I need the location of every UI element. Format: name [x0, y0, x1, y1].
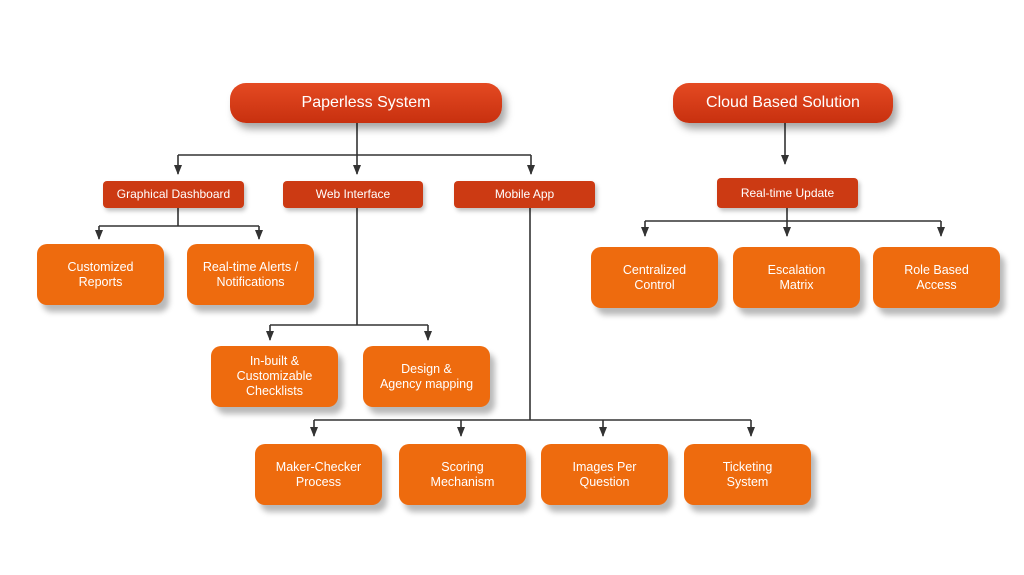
- node-centralized-control: Centralized Control: [591, 247, 718, 308]
- node-graphical-dashboard: Graphical Dashboard: [103, 181, 244, 208]
- node-label: Customized Reports: [67, 259, 134, 289]
- node-web-interface: Web Interface: [283, 181, 423, 208]
- node-label: Role Based Access: [904, 262, 969, 292]
- node-mobile-app: Mobile App: [454, 181, 595, 208]
- node-label: Real-time Update: [740, 185, 835, 200]
- node-label: Maker-Checker Process: [275, 459, 362, 489]
- node-images-per-question: Images Per Question: [541, 444, 668, 505]
- node-customized-reports: Customized Reports: [37, 244, 164, 305]
- node-inbuilt-checklists: In-built & Customizable Checklists: [211, 346, 338, 407]
- node-label: Real-time Alerts / Notifications: [202, 259, 299, 289]
- node-label: Cloud Based Solution: [706, 94, 860, 112]
- node-label: Web Interface: [315, 187, 391, 202]
- node-label: Escalation Matrix: [767, 262, 826, 292]
- node-label: In-built & Customizable Checklists: [236, 354, 313, 398]
- node-label: Centralized Control: [622, 262, 687, 292]
- node-realtime-alerts: Real-time Alerts / Notifications: [187, 244, 314, 305]
- node-cloud-based-solution: Cloud Based Solution: [673, 83, 893, 123]
- node-label: Scoring Mechanism: [430, 459, 495, 489]
- node-realtime-update: Real-time Update: [717, 178, 858, 208]
- node-label: Graphical Dashboard: [116, 187, 231, 202]
- node-maker-checker-process: Maker-Checker Process: [255, 444, 382, 505]
- node-ticketing-system: Ticketing System: [684, 444, 811, 505]
- node-design-agency-mapping: Design & Agency mapping: [363, 346, 490, 407]
- node-escalation-matrix: Escalation Matrix: [733, 247, 860, 308]
- node-label: Mobile App: [494, 187, 555, 202]
- node-label: Ticketing System: [722, 459, 773, 489]
- node-label: Design & Agency mapping: [379, 361, 474, 391]
- node-role-based-access: Role Based Access: [873, 247, 1000, 308]
- node-label: Paperless System: [301, 94, 431, 112]
- node-paperless-system: Paperless System: [230, 83, 502, 123]
- node-scoring-mechanism: Scoring Mechanism: [399, 444, 526, 505]
- node-label: Images Per Question: [572, 459, 637, 489]
